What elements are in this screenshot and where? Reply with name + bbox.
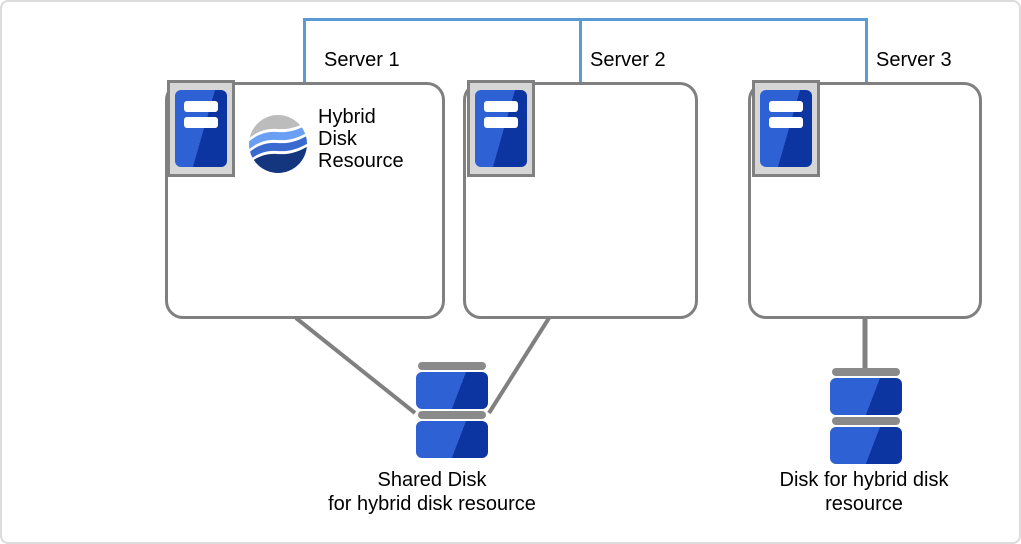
server2-label: Server 2 — [590, 49, 666, 71]
server-drive-bay — [769, 117, 803, 128]
server-tower-shape — [175, 90, 227, 167]
hybrid-disk-resource-icon — [249, 115, 307, 173]
disk-platter — [830, 378, 902, 415]
server2-icon — [467, 80, 535, 177]
server3-icon — [752, 80, 820, 177]
server-drive-bay — [769, 101, 803, 112]
shared-disk-label: Shared Disk for hybrid disk resource — [328, 469, 536, 515]
server1-shared-disk-line — [294, 316, 417, 415]
disk-platter — [416, 421, 488, 458]
shared-disk-icon — [416, 362, 488, 458]
server1-label: Server 1 — [324, 49, 400, 71]
disk-platter — [416, 372, 488, 409]
disk-cap — [832, 368, 900, 376]
disk-cap — [418, 362, 486, 370]
disk-cap — [832, 417, 900, 425]
hybrid-disk-resource-label: Hybrid Disk Resource — [318, 106, 404, 172]
server1-icon — [167, 80, 235, 177]
server-drive-bay — [484, 117, 518, 128]
server-tower-shape — [760, 90, 812, 167]
disk-cap — [418, 411, 486, 419]
server2-box — [463, 82, 698, 319]
server2-shared-disk-line — [487, 316, 551, 415]
server-tower-shape — [475, 90, 527, 167]
server-drive-bay — [484, 101, 518, 112]
hybrid-disk-label: Disk for hybrid disk resource — [779, 469, 949, 515]
hybrid-disk-icon — [830, 368, 902, 464]
server-drive-bay — [184, 117, 218, 128]
server-drive-bay — [184, 101, 218, 112]
server3-label: Server 3 — [876, 49, 952, 71]
disk-platter — [830, 427, 902, 464]
